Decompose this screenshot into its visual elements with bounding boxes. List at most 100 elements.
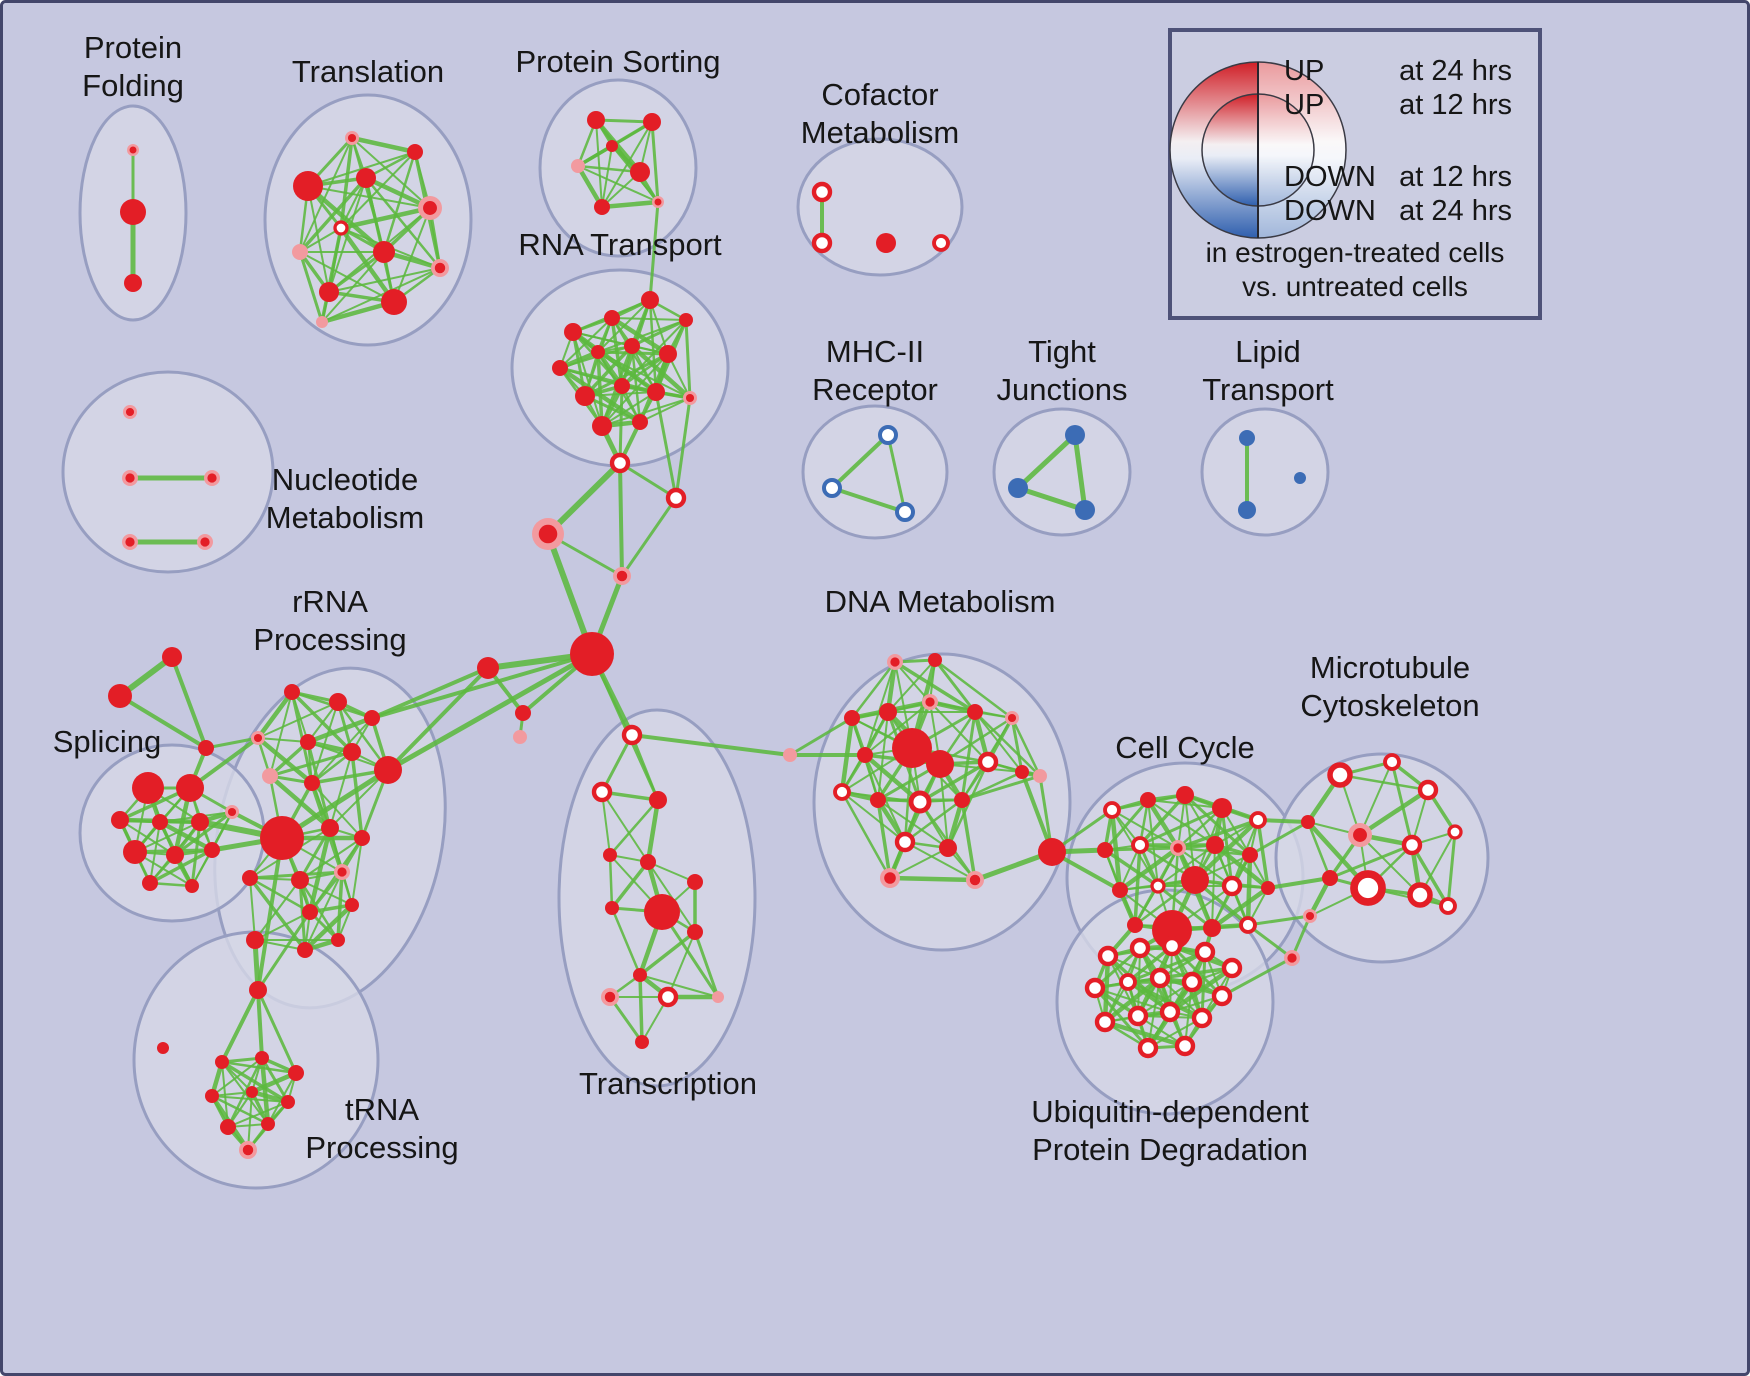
node-cc18 [1203,919,1221,937]
edge-tx8-tx10 [610,906,642,977]
edge-rr1-rr8 [269,691,293,777]
edge-dm2-dm4 [887,659,936,713]
cluster-label-cell-cycle-line1: Cell Cycle [1115,730,1255,765]
node-rr20 [331,933,345,947]
edge-tx9-tx12 [667,931,696,998]
node-tj2 [1008,478,1028,498]
edge-tx3-tx5 [645,797,661,865]
edge-tr1-tr4 [349,135,418,155]
node-tr4 [407,144,423,160]
edge-dm5-dm7 [864,701,931,756]
edge-mt4-mt8 [1306,820,1332,880]
cluster-label-tight-junctions-line2: Junctions [997,372,1128,407]
edge-tn1-tn3 [220,988,260,1064]
edge-dm13-dm18 [877,799,949,849]
edge-tr8-tr9 [327,250,386,294]
node-tx7 [687,874,703,890]
node-dm2 [928,653,942,667]
node-mt9 [1350,870,1386,906]
edge-rr11-rr14 [298,826,332,882]
cluster-mhc-ii-receptor [801,404,949,540]
node-cc12 [1150,878,1166,894]
node-sp2 [176,774,204,802]
edge-cc2-cc8 [1145,797,1181,851]
node-tri3 [198,740,214,756]
edge-rt2-rt4 [611,317,687,321]
edge-ps6-rt3 [648,200,660,302]
edge-ub9-ub16 [1184,981,1193,1047]
node-cf4 [932,234,950,252]
node-mt1 [1327,762,1353,788]
node-tn6 [205,1089,219,1103]
edge-dm12-dm19 [840,790,892,880]
edge-dm1-dm6 [893,660,977,714]
edge-rt4-rt7 [630,318,688,348]
node-tr3 [356,168,376,188]
node-mt6 [1401,834,1423,856]
node-ub9 [1181,971,1203,993]
edge-tx4-tx8 [608,853,614,910]
node-tri1 [162,647,182,667]
node-cc3 [1176,786,1194,804]
node-tn4 [255,1051,269,1065]
edge-tr1-tr5 [351,137,431,209]
node-tx1 [621,724,643,746]
node-tr6 [333,220,349,236]
cluster-label-protein-folding-line1: Protein [84,30,182,65]
edge-hb2-rr3 [370,666,490,720]
node-tx10 [633,968,647,982]
node-dm14 [908,790,932,814]
node-rr9 [304,775,320,791]
edge-tx11-tx14 [608,995,644,1044]
cluster-label-nucleotide-metabolism-line2: Metabolism [266,500,425,535]
cluster-label-lipid-transport-line1: Lipid [1235,334,1301,369]
edge-rr10-tn1 [256,836,284,992]
node-cc16 [1127,917,1143,933]
edge-cc10-cc19 [1245,852,1253,928]
node-tn1 [249,981,267,999]
node-rr7 [374,756,402,784]
edge-dm6-dm16 [973,710,1042,778]
node-pf2 [120,199,146,225]
edge-rt6-rt11 [597,351,657,393]
node-dm7 [857,747,873,763]
edge-sp4-sp9 [157,819,215,853]
node-tn3 [215,1055,229,1069]
node-tx9 [687,924,703,940]
edge-dm9-dm18 [939,763,949,849]
edge-ub9-ub12 [1137,981,1193,1017]
node-cc15 [1261,881,1275,895]
edge-dm13-dm19 [876,798,892,880]
edge-rt14-ch2 [674,396,692,500]
edge-hub-rr7 [385,651,595,773]
edge-rt8-rt9 [583,352,670,398]
edge-dm2-dm21 [933,658,1014,720]
node-cc19 [1239,916,1257,934]
cluster-label-mhc-ii-receptor-line1: MHC-II [826,334,924,369]
cluster-label-translation-line1: Translation [292,54,444,89]
edge-dm12-dm17 [841,791,906,843]
cluster-label-protein-folding-line2: Folding [82,68,184,103]
cluster-cofactor-metabolism [796,137,964,277]
edge-rr14-rr18 [254,879,301,941]
node-ch2 [665,487,687,509]
node-dm12 [833,783,851,801]
node-lk1 [783,748,797,762]
node-core-dm20 [969,874,981,886]
node-rt11 [647,383,665,401]
node-lt1 [1239,430,1255,446]
edge-cc15-cc18 [1209,885,1271,931]
node-mt2 [1383,753,1401,771]
edge-tr1-tr6 [339,136,354,230]
node-core-ch4 [616,570,628,582]
cluster-label-dna-metabolism-line1: DNA Metabolism [825,584,1056,619]
node-cf3 [876,233,896,253]
node-cc11 [1112,882,1128,898]
legend-row1-time: at 24 hrs [1399,55,1512,87]
node-rt4 [679,313,693,327]
cluster-label-transcription-line1: Transcription [579,1066,757,1101]
node-core-mt11 [1305,911,1315,921]
node-core-nm5 [200,537,210,547]
node-core-cc8 [1173,843,1183,853]
edge-tx5-tx7 [647,861,696,883]
